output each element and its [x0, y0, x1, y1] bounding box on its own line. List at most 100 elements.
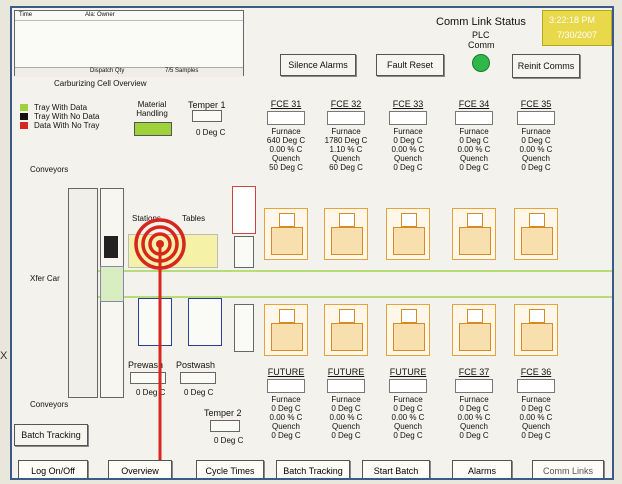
temper1-indicator: [192, 110, 222, 122]
bottom-fce-1-carbon: 0.00 % C: [329, 413, 363, 422]
bottom-furnace-unit-2[interactable]: [386, 304, 430, 356]
bottom-fce-3-temp: 0 Deg C: [459, 404, 489, 413]
temper1-value: 0 Deg C: [196, 128, 226, 137]
alarm-list-panel[interactable]: Time Ala: Owner Dispatch Qty 7/5 Samples: [14, 10, 244, 77]
legend-label-no-tray: Data With No Tray: [34, 121, 100, 130]
temper2-indicator: [210, 420, 240, 432]
temper1-label: Temper 1: [188, 100, 226, 110]
nav-alarms-button[interactable]: Alarms: [452, 460, 512, 478]
bottom-fce-2-quench: Quench: [393, 422, 423, 431]
bottom-fce-4-quench: Quench: [521, 422, 551, 431]
bottom-fce-4-indicator: [517, 379, 555, 393]
top-fce-4-furnace: Furnace: [521, 127, 551, 136]
top-furnace-unit-4[interactable]: [514, 208, 558, 260]
bottom-fce-2-qtemp: 0 Deg C: [393, 431, 423, 440]
bottom-furnace-unit-1[interactable]: [324, 304, 368, 356]
top-fce-1-carbon: 1.10 % C: [329, 145, 363, 154]
top-fce-4-name: FCE 35: [520, 99, 552, 109]
prewash-value: 0 Deg C: [136, 388, 166, 397]
top-fce-2-furnace: Furnace: [393, 127, 423, 136]
bottom-furnace-unit-4[interactable]: [514, 304, 558, 356]
postwash-indicator: [180, 372, 216, 384]
comm-link-title: Comm Link Status: [436, 16, 526, 28]
conveyors-bottom-label: Conveyors: [30, 400, 69, 409]
postwash-unit[interactable]: [188, 298, 222, 346]
bottom-fce-1-temp: 0 Deg C: [331, 404, 361, 413]
material-handling-indicator[interactable]: [134, 122, 172, 136]
bottom-fce-4-furnace: Furnace: [521, 395, 551, 404]
left-conveyor[interactable]: [68, 188, 98, 398]
nav-batch-tracking-button[interactable]: Batch Tracking: [276, 460, 350, 478]
top-fce-0-indicator: [267, 111, 305, 125]
washer-unit[interactable]: [234, 304, 254, 352]
bottom-furnace-unit-0[interactable]: [264, 304, 308, 356]
top-fce-3-temp: 0 Deg C: [459, 136, 489, 145]
nav-log-on-off-button[interactable]: Log On/Off: [18, 460, 88, 478]
xfer-rail-bottom: [98, 296, 612, 298]
bottom-fce-2-name: FUTURE: [389, 367, 427, 377]
top-fce-0-furnace: Furnace: [271, 127, 301, 136]
legend-swatch-black: [20, 113, 28, 120]
legend-swatch-red: [20, 122, 28, 129]
batch-tracking-side-button[interactable]: Batch Tracking: [14, 424, 88, 446]
top-fce-3-carbon: 0.00 % C: [457, 145, 491, 154]
nav-start-batch-button[interactable]: Start Batch: [362, 460, 430, 478]
bottom-fce-4-name: FCE 36: [520, 367, 552, 377]
clock-date: 7/30/2007: [557, 30, 598, 40]
bottom-fce-1-indicator: [327, 379, 365, 393]
bottom-fce-4-temp: 0 Deg C: [521, 404, 551, 413]
temper-unit-mid[interactable]: [234, 236, 254, 268]
target-marker-icon: [134, 218, 186, 478]
bottom-fce-0-qtemp: 0 Deg C: [271, 431, 301, 440]
clock-panel: 3:22:18 PM 7/30/2007: [542, 10, 612, 46]
xfer-rail: [98, 270, 612, 272]
top-furnace-unit-1[interactable]: [324, 208, 368, 260]
silence-alarms-button[interactable]: Silence Alarms: [280, 54, 356, 76]
top-fce-4-qtemp: 0 Deg C: [521, 163, 551, 172]
legend-label-no-data: Tray With No Data: [34, 112, 100, 121]
bottom-furnace-unit-3[interactable]: [452, 304, 496, 356]
xfer-car[interactable]: [100, 266, 124, 302]
nav-cycle-times-button[interactable]: Cycle Times: [196, 460, 264, 478]
stations-label: Stations: [132, 214, 161, 223]
nav-comm-links-button[interactable]: Comm Links: [532, 460, 604, 478]
bottom-fce-1-name: FUTURE: [327, 367, 365, 377]
top-furnace-unit-2[interactable]: [386, 208, 430, 260]
top-fce-1-qtemp: 60 Deg C: [329, 163, 363, 172]
temper2-value: 0 Deg C: [214, 436, 244, 445]
bottom-fce-0-quench: Quench: [271, 422, 301, 431]
top-furnace-unit-0[interactable]: [264, 208, 308, 260]
top-fce-0-name: FCE 31: [270, 99, 302, 109]
temper2-label: Temper 2: [204, 408, 242, 418]
top-fce-4-indicator: [517, 111, 555, 125]
fault-reset-button[interactable]: Fault Reset: [376, 54, 444, 76]
clock-time: 3:22:18 PM: [549, 15, 596, 25]
temper-unit-top[interactable]: [232, 186, 256, 234]
nav-overview-button[interactable]: Overview: [108, 460, 172, 478]
postwash-value: 0 Deg C: [184, 388, 214, 397]
bottom-fce-4-carbon: 0.00 % C: [519, 413, 553, 422]
reinit-comms-button[interactable]: Reinit Comms: [512, 54, 580, 78]
top-fce-4-carbon: 0.00 % C: [519, 145, 553, 154]
bottom-fce-0-indicator: [267, 379, 305, 393]
top-furnace-unit-3[interactable]: [452, 208, 496, 260]
bottom-fce-0-furnace: Furnace: [271, 395, 301, 404]
top-fce-4-temp: 0 Deg C: [521, 136, 551, 145]
top-fce-1-furnace: Furnace: [331, 127, 361, 136]
material-handling-text: Material Handling: [136, 100, 168, 118]
bottom-fce-3-indicator: [455, 379, 493, 393]
tray-black: [104, 236, 118, 258]
top-fce-2-name: FCE 33: [392, 99, 424, 109]
bottom-fce-3-name: FCE 37: [458, 367, 490, 377]
prewash-unit[interactable]: [138, 298, 172, 346]
